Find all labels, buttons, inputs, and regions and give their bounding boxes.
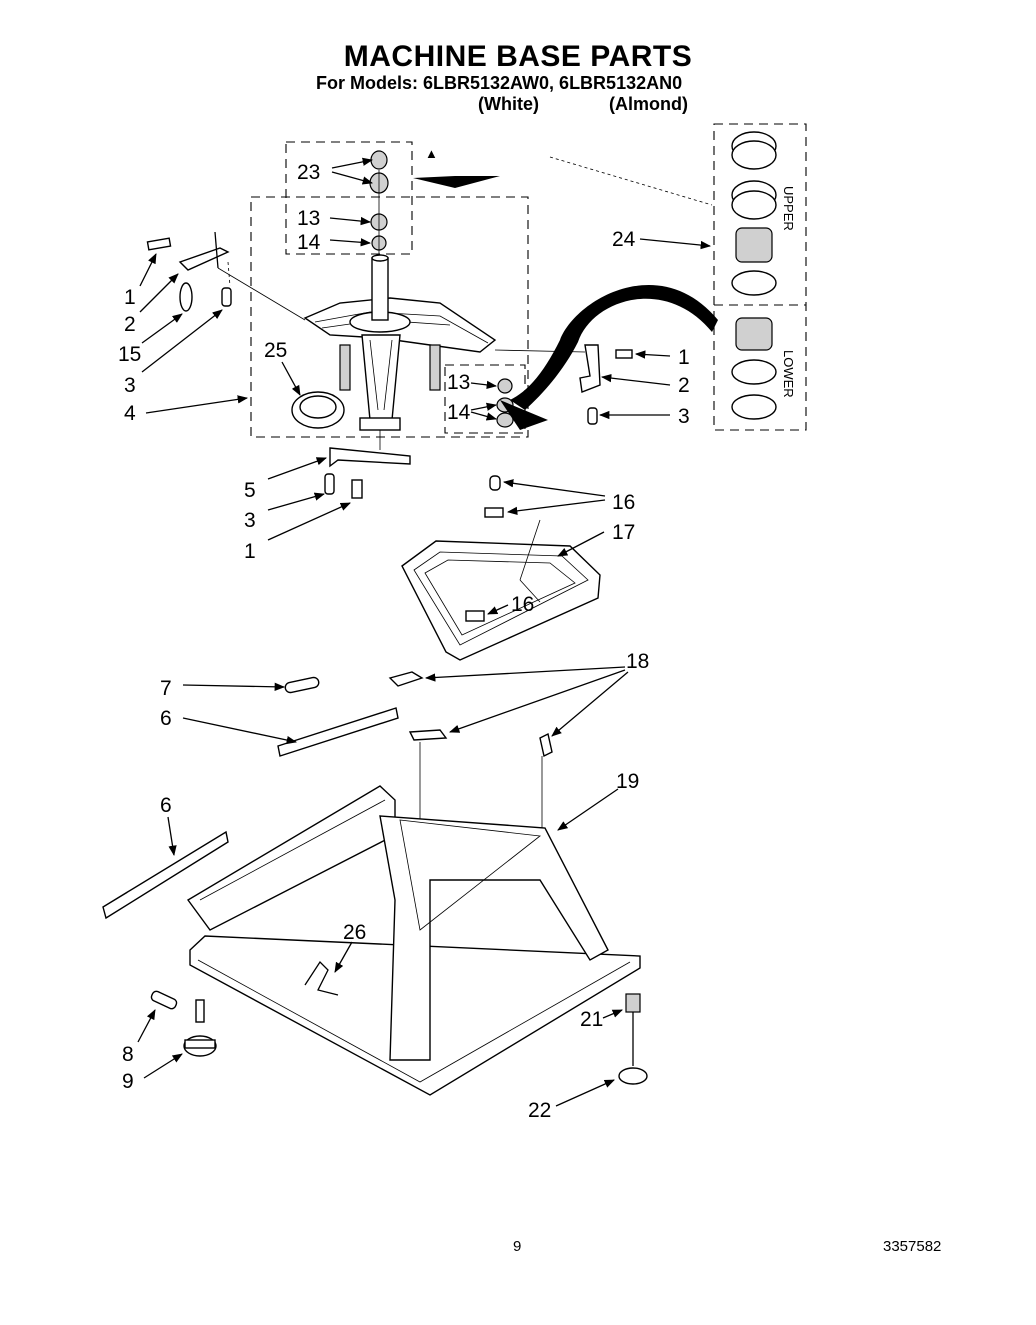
curved-pointer-arrow bbox=[510, 284, 718, 410]
callout-25: 25 bbox=[264, 339, 287, 362]
callout-26: 26 bbox=[343, 921, 366, 944]
callout-6-lower: 6 bbox=[160, 794, 172, 817]
callout-14-lower: 14 bbox=[447, 401, 471, 424]
callout-5: 5 bbox=[244, 479, 256, 502]
bearing-kit-24 bbox=[731, 131, 777, 420]
callout-3-mid: 3 bbox=[244, 509, 256, 532]
frame-17 bbox=[401, 519, 601, 661]
callout-1-mid: 1 bbox=[244, 540, 256, 563]
page-title: MACHINE BASE PARTS bbox=[343, 40, 693, 73]
curved-arrow-head bbox=[500, 400, 548, 430]
callout-6-upper: 6 bbox=[160, 707, 172, 730]
foot-8-9 bbox=[150, 990, 217, 1057]
callout-24: 24 bbox=[612, 228, 636, 251]
callout-13-lower: 13 bbox=[447, 371, 470, 394]
rail-6-upper bbox=[277, 707, 399, 757]
callout-7: 7 bbox=[160, 677, 172, 700]
seal-25 bbox=[291, 391, 345, 429]
bracket-5 bbox=[324, 430, 411, 499]
part-26 bbox=[304, 960, 339, 996]
color-almond-label: (Almond) bbox=[609, 94, 688, 114]
callout-14-upper: 14 bbox=[297, 231, 321, 254]
agitator-drive-assembly bbox=[303, 254, 497, 431]
document-number: 3357582 bbox=[883, 1238, 942, 1255]
leader-dotted bbox=[549, 156, 713, 206]
callout-13-upper: 13 bbox=[297, 207, 320, 230]
callout-21: 21 bbox=[580, 1008, 603, 1031]
callout-2-left: 2 bbox=[124, 313, 136, 336]
callout-23: 23 bbox=[297, 161, 320, 184]
callout-18: 18 bbox=[626, 650, 649, 673]
color-white-label: (White) bbox=[478, 94, 539, 114]
base-19 bbox=[186, 785, 641, 1096]
lower-label: LOWER bbox=[781, 350, 796, 398]
callout-15: 15 bbox=[118, 343, 141, 366]
clip-16 bbox=[465, 475, 504, 622]
callout-2-right: 2 bbox=[678, 374, 690, 397]
upper-lower-kit-box bbox=[713, 123, 807, 431]
left-bracket-parts bbox=[146, 231, 306, 321]
agitator-drive-box bbox=[250, 196, 529, 438]
callout-arrows bbox=[137, 157, 712, 1107]
pointer-arrow-top bbox=[413, 176, 500, 188]
spring-7 bbox=[284, 676, 320, 694]
page-number: 9 bbox=[513, 1238, 522, 1255]
callout-22: 22 bbox=[528, 1099, 551, 1122]
bushing-group-box bbox=[285, 141, 413, 255]
callout-8: 8 bbox=[122, 1043, 134, 1066]
right-bracket-parts bbox=[494, 344, 633, 425]
callout-3-right: 3 bbox=[678, 405, 690, 428]
callout-9: 9 bbox=[122, 1070, 134, 1093]
callout-16-frame: 16 bbox=[511, 593, 534, 616]
foot-21-22 bbox=[618, 993, 648, 1085]
callout-17: 17 bbox=[612, 521, 635, 544]
callout-16-top: 16 bbox=[612, 491, 635, 514]
rail-6-lower bbox=[102, 830, 229, 920]
models-line: For Models: 6LBR5132AW0, 6LBR5132AN0 bbox=[316, 73, 683, 93]
callout-3-left: 3 bbox=[124, 374, 136, 397]
upper-label: UPPER bbox=[781, 186, 796, 231]
callout-19: 19 bbox=[616, 770, 639, 793]
callout-1-right: 1 bbox=[678, 346, 690, 369]
svg-text:▲: ▲ bbox=[425, 146, 438, 161]
callout-1-left: 1 bbox=[124, 286, 136, 309]
callout-4: 4 bbox=[124, 402, 136, 425]
